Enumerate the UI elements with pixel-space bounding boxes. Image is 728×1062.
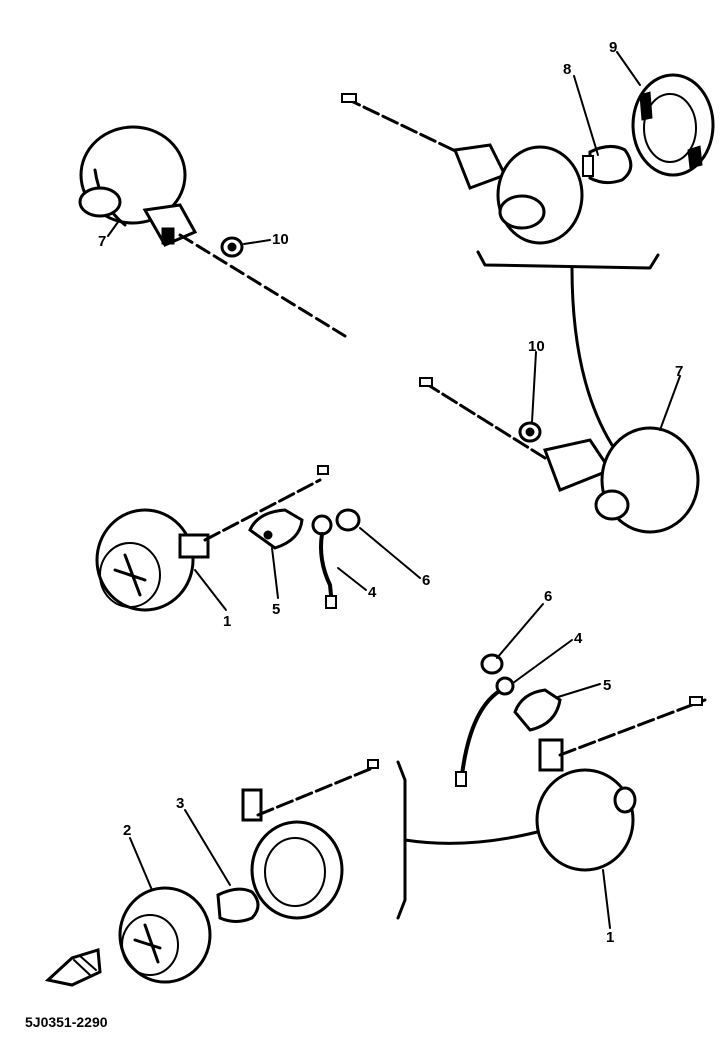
lens-part-2 (118, 886, 212, 984)
callout-10-middle-right: 10 (528, 338, 545, 355)
callout-1-middle-left: 1 (223, 613, 231, 630)
terminal-part-4-left (311, 514, 337, 609)
callout-7-top-left: 7 (98, 233, 106, 250)
nut-part-6-left (335, 508, 361, 532)
callout-9: 9 (609, 39, 617, 56)
callout-6-lower-right: 6 (544, 588, 552, 605)
housing-lower-left (241, 759, 379, 920)
nut-part-6-right (480, 653, 504, 675)
callout-5-middle-left: 5 (272, 601, 280, 618)
bulb-part-3 (216, 887, 260, 923)
callout-10-top-left: 10 (272, 231, 289, 248)
callout-2: 2 (123, 822, 131, 839)
wire-lower-link (403, 828, 547, 845)
drawing-code: 5J0351-2290 (25, 1014, 108, 1030)
bracket-top (476, 250, 660, 270)
flasher-body-middle-right (419, 377, 700, 534)
callout-3: 3 (176, 795, 184, 812)
callout-7-middle-right: 7 (675, 363, 683, 380)
lens-part-9 (631, 73, 715, 177)
flasher-body-top-left (78, 125, 347, 338)
callout-labels: 7 10 8 9 10 7 1 5 4 6 6 4 5 3 2 1 (98, 39, 683, 946)
callout-4-lower-right: 4 (574, 630, 583, 647)
callout-4-middle-left: 4 (368, 584, 377, 601)
terminal-part-4-right (455, 676, 515, 787)
callout-6-middle-left: 6 (422, 572, 430, 589)
bulb-part-8 (582, 145, 633, 185)
grommet-part-5-right (513, 688, 562, 732)
callout-1-lower-right: 1 (606, 929, 614, 946)
flasher-body-middle-left (95, 465, 329, 612)
flasher-body-lower-right (535, 696, 707, 872)
flasher-body-top-right (341, 93, 584, 245)
grommet-part-5-left (248, 508, 304, 550)
wire-top-to-7 (570, 266, 614, 447)
callout-8: 8 (563, 61, 571, 78)
front-arrow-icon (44, 948, 102, 987)
leader-lines (107, 51, 681, 929)
callout-5-lower-right: 5 (603, 677, 611, 694)
